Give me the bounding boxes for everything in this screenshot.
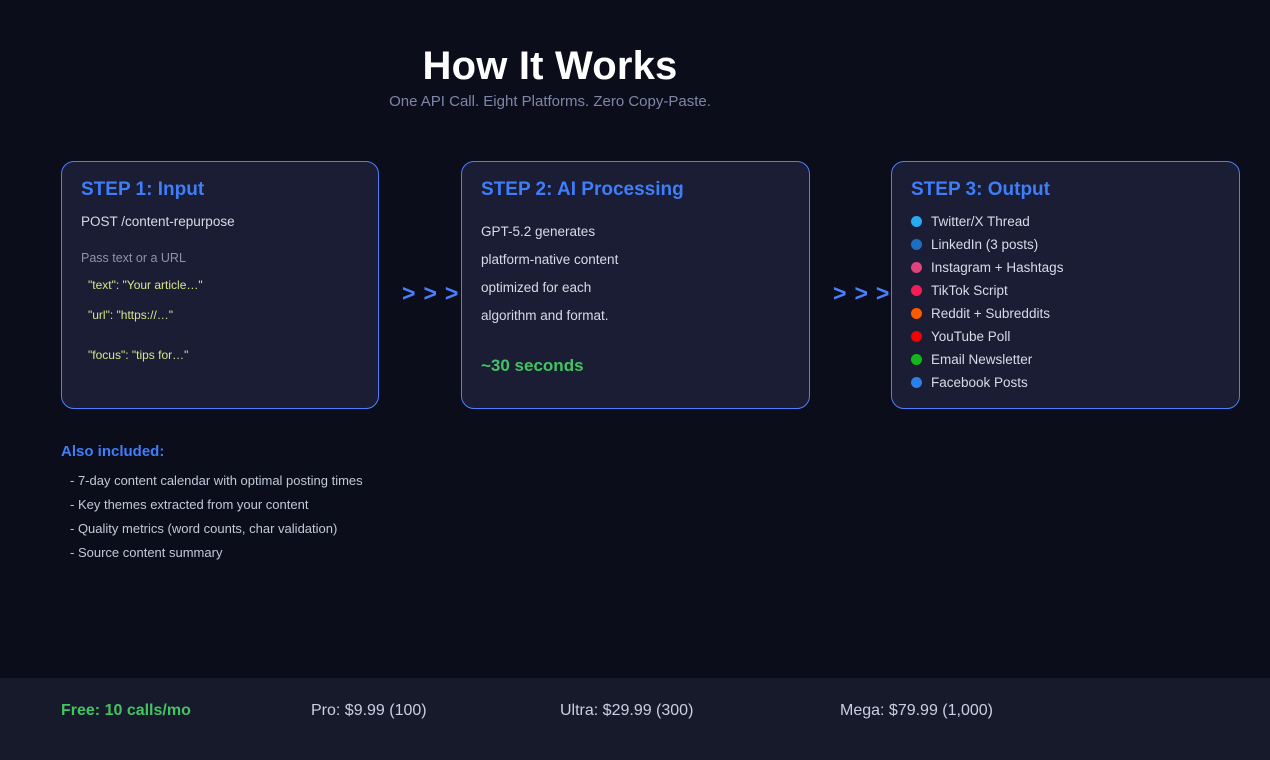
platform-dot-icon <box>911 262 922 273</box>
page-title: How It Works <box>422 44 678 88</box>
output-item: Email Newsletter <box>911 352 1032 367</box>
step-1-card: STEP 1: Input POST /content-repurpose Pa… <box>61 161 379 409</box>
output-item-label: Instagram + Hashtags <box>931 260 1064 275</box>
output-item: Facebook Posts <box>911 375 1028 390</box>
pricing-tier-pro[interactable]: Pro: $9.99 (100) <box>311 702 427 719</box>
also-included-item: - Source content summary <box>70 545 223 560</box>
platform-dot-icon <box>911 377 922 388</box>
step-2-line-2: platform-native content <box>481 252 619 267</box>
output-item-label: Facebook Posts <box>931 375 1028 390</box>
step-3-card: STEP 3: Output Twitter/X Thread LinkedIn… <box>891 161 1240 409</box>
step-3-title: STEP 3: Output <box>911 179 1050 200</box>
step-1-title: STEP 1: Input <box>81 179 205 200</box>
platform-dot-icon <box>911 239 922 250</box>
output-item-label: Twitter/X Thread <box>931 214 1030 229</box>
output-item-label: LinkedIn (3 posts) <box>931 237 1039 252</box>
platform-dot-icon <box>911 331 922 342</box>
flow-arrows-1: > > > <box>402 282 458 305</box>
step-2-line-4: algorithm and format. <box>481 308 609 323</box>
platform-dot-icon <box>911 354 922 365</box>
step-2-duration: ~30 seconds <box>481 356 584 375</box>
also-included-item: - 7-day content calendar with optimal po… <box>70 473 363 488</box>
platform-dot-icon <box>911 216 922 227</box>
platform-dot-icon <box>911 308 922 319</box>
step-2-title: STEP 2: AI Processing <box>481 179 684 200</box>
chevron-right-icon: > <box>423 280 437 306</box>
pricing-tier-ultra[interactable]: Ultra: $29.99 (300) <box>560 702 694 719</box>
step-2-line-3: optimized for each <box>481 280 592 295</box>
page-subtitle: One API Call. Eight Platforms. Zero Copy… <box>389 93 711 110</box>
pricing-tier-mega[interactable]: Mega: $79.99 (1,000) <box>840 702 993 719</box>
output-item: Instagram + Hashtags <box>911 260 1063 275</box>
output-item-label: Reddit + Subreddits <box>931 306 1050 321</box>
flow-arrows-2: > > > <box>833 282 889 305</box>
step-1-endpoint: POST /content-repurpose <box>81 214 235 229</box>
pricing-bar: Free: 10 calls/mo Pro: $9.99 (100) Ultra… <box>0 678 1270 760</box>
step-1-hint: Pass text or a URL <box>81 251 186 265</box>
also-included-item: - Quality metrics (word counts, char val… <box>70 521 338 536</box>
step-1-code-line-text: "text": "Your article…" <box>88 278 203 292</box>
step-1-code-line-url: "url": "https://…" <box>88 308 174 322</box>
step-1-code-line-focus: "focus": "tips for…" <box>88 348 189 362</box>
also-included-item: - Key themes extracted from your content <box>70 497 309 512</box>
output-item: YouTube Poll <box>911 329 1010 344</box>
pricing-tier-free[interactable]: Free: 10 calls/mo <box>61 702 191 719</box>
chevron-right-icon: > <box>833 280 847 306</box>
output-item: Reddit + Subreddits <box>911 306 1050 321</box>
output-item: LinkedIn (3 posts) <box>911 237 1038 252</box>
chevron-right-icon: > <box>875 280 890 306</box>
step-2-line-1: GPT-5.2 generates <box>481 224 596 239</box>
also-included-title: Also included: <box>61 443 165 460</box>
step-2-card: STEP 2: AI Processing GPT-5.2 generates … <box>461 161 810 409</box>
chevron-right-icon: > <box>854 280 868 306</box>
chevron-right-icon: > <box>402 280 416 306</box>
output-item-label: TikTok Script <box>931 283 1008 298</box>
platform-dot-icon <box>911 285 922 296</box>
chevron-right-icon: > <box>444 280 459 306</box>
output-item-label: Email Newsletter <box>931 352 1033 367</box>
output-item: TikTok Script <box>911 283 1008 298</box>
output-item: Twitter/X Thread <box>911 214 1030 229</box>
output-item-label: YouTube Poll <box>931 329 1011 344</box>
